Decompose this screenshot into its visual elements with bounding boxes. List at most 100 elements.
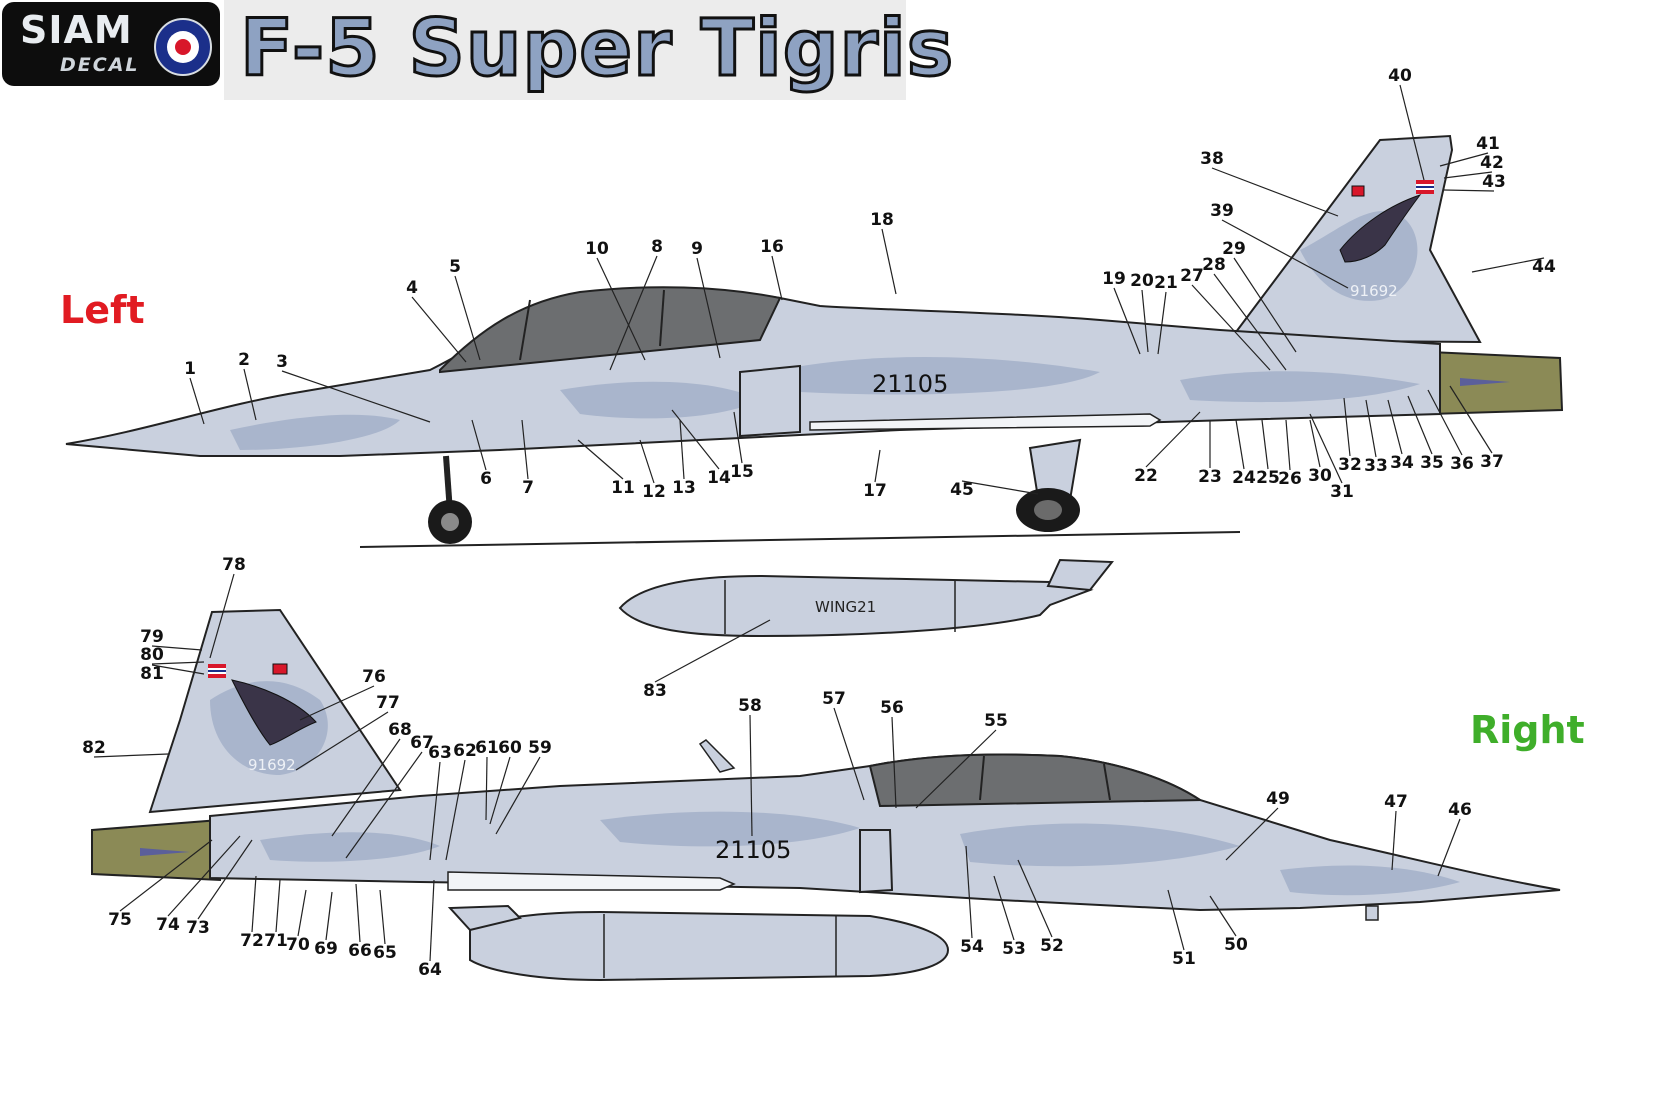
callout-label: 42 — [1480, 153, 1504, 173]
callout-64: 64 — [418, 879, 442, 980]
callout-leader — [325, 891, 333, 941]
callout-leader — [1233, 257, 1297, 353]
callout-leader — [1167, 889, 1185, 951]
intake-right — [859, 829, 894, 894]
callout-label: 7 — [522, 478, 534, 498]
callout-leader — [696, 257, 721, 359]
callout-57: 57 — [822, 689, 865, 801]
callout-leader — [1221, 219, 1349, 289]
callout-69: 69 — [314, 891, 338, 959]
callout-label: 80 — [140, 645, 164, 665]
callout-leader — [209, 573, 235, 659]
callout-leader — [1449, 385, 1493, 454]
callout-leader — [151, 645, 203, 651]
tail-red-mark-right — [272, 663, 288, 675]
callout-17: 17 — [863, 449, 887, 501]
title-banner: F-5 Super Tigris — [224, 0, 955, 100]
callout-label: 58 — [738, 696, 762, 716]
callout-label: 73 — [186, 918, 210, 938]
callout-28: 28 — [1202, 255, 1287, 371]
callout-51: 51 — [1167, 889, 1196, 969]
callout-leader — [297, 889, 307, 937]
fuselage-camo-right-2 — [600, 811, 860, 847]
callout-label: 21 — [1154, 273, 1178, 293]
callout-68: 68 — [331, 720, 412, 837]
tail-flag-left — [1416, 180, 1434, 194]
view-label-left: Left — [60, 288, 145, 332]
callout-leader — [1391, 810, 1397, 871]
callout-79: 79 — [140, 627, 203, 651]
callout-41: 41 — [1439, 134, 1500, 167]
callout-62: 62 — [445, 741, 477, 861]
callout-label: 3 — [276, 352, 288, 372]
callout-label: 25 — [1256, 468, 1280, 488]
callout-45: 45 — [950, 480, 1039, 500]
callout-77: 77 — [295, 693, 400, 771]
callout-2: 2 — [238, 350, 257, 421]
exhaust-cone-right — [140, 848, 190, 856]
callout-31: 31 — [1309, 413, 1354, 502]
callout-leader — [915, 729, 997, 809]
callout-label: 55 — [984, 711, 1008, 731]
eagle-emblem-right — [231, 679, 317, 746]
fuselage-camo-left-2 — [560, 381, 760, 419]
view-label-right: Right — [1470, 708, 1585, 752]
callout-56: 56 — [880, 698, 904, 809]
callout-label: 82 — [82, 738, 106, 758]
callout-label: 64 — [418, 960, 442, 980]
callout-label: 32 — [1338, 455, 1362, 475]
callout-leader — [1439, 152, 1489, 167]
callout-leader — [1145, 411, 1201, 468]
callout-47: 47 — [1384, 792, 1408, 871]
callout-15: 15 — [730, 411, 754, 482]
callout-label: 78 — [222, 555, 246, 575]
callout-label: 77 — [376, 693, 400, 713]
dorsal-antenna-right — [698, 739, 736, 773]
callout-29: 29 — [1222, 239, 1297, 353]
callout-40: 40 — [1388, 66, 1425, 181]
pod-text: WING21 — [815, 598, 876, 616]
callout-label: 18 — [870, 210, 894, 230]
callout-leader — [485, 756, 488, 821]
callout-16: 16 — [760, 237, 784, 301]
callout-label: 22 — [1134, 466, 1158, 486]
callout-36: 36 — [1427, 389, 1474, 474]
callout-label: 11 — [611, 478, 635, 498]
callout-37: 37 — [1449, 385, 1504, 472]
roundel-icon — [154, 18, 212, 76]
callout-74: 74 — [156, 835, 241, 935]
callout-leader — [639, 439, 655, 484]
callout-leader — [445, 759, 466, 861]
callout-leader — [965, 845, 973, 939]
canopy-frame-1 — [519, 299, 531, 361]
serial-number-left: 21105 — [872, 370, 948, 398]
callout-leader — [379, 889, 386, 945]
callout-8: 8 — [609, 237, 663, 371]
callout-leader — [1343, 397, 1351, 457]
callout-leader — [1399, 84, 1425, 181]
tail-code-left: 91692 — [1350, 282, 1398, 300]
drop-tank-fin-right — [447, 904, 522, 932]
callout-65: 65 — [373, 889, 397, 963]
callout-leader — [1471, 257, 1545, 273]
callout-19: 19 — [1102, 269, 1141, 355]
canopy-right — [868, 753, 1204, 808]
callout-leader — [993, 875, 1015, 941]
callout-label: 2 — [238, 350, 250, 370]
callout-leader — [1427, 389, 1463, 456]
callout-label: 35 — [1420, 453, 1444, 473]
callout-label: 57 — [822, 689, 846, 709]
callout-4: 4 — [406, 278, 467, 363]
callout-32: 32 — [1338, 397, 1362, 475]
callout-27: 27 — [1180, 266, 1271, 371]
callout-label: 67 — [410, 733, 434, 753]
callout-label: 69 — [314, 939, 338, 959]
tail-flag-right — [208, 664, 226, 678]
callout-label: 13 — [672, 478, 696, 498]
callout-63: 63 — [428, 743, 452, 861]
callout-label: 46 — [1448, 800, 1472, 820]
callout-leader — [167, 835, 241, 917]
callout-label: 8 — [651, 237, 663, 257]
exhaust-cone-left — [1460, 378, 1510, 386]
